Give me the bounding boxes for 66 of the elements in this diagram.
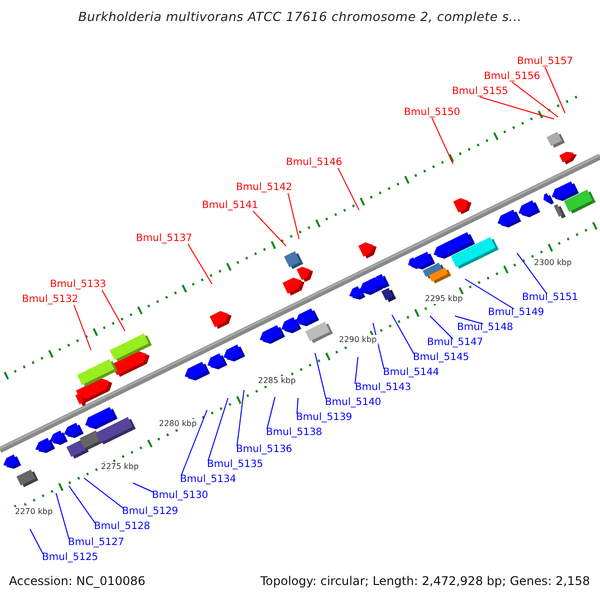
- position-label: 2290 kbp: [338, 335, 378, 345]
- gene-label: Bmul_5133: [50, 279, 106, 291]
- gene-label: Bmul_5142: [236, 182, 292, 194]
- position-label: 2270 kbp: [14, 507, 54, 517]
- leader-line: [266, 396, 276, 430]
- leader-line: [102, 290, 126, 332]
- leader-line: [480, 96, 554, 120]
- gene-label: Bmul_5149: [488, 307, 544, 319]
- leader-line: [188, 244, 212, 284]
- leader-line: [236, 390, 244, 446]
- gene-label: Bmul_5136: [236, 444, 292, 456]
- gene-label: Bmul_5132: [22, 294, 78, 306]
- leader-line: [512, 82, 558, 118]
- leader-line: [252, 210, 286, 246]
- gene-label: Bmul_5134: [180, 474, 236, 486]
- leader-line: [208, 398, 228, 462]
- leader-line: [288, 192, 300, 240]
- leader-line: [132, 482, 154, 492]
- gene-label: Bmul_5129: [122, 506, 178, 518]
- position-label: 2285 kbp: [257, 376, 297, 386]
- leader-line: [430, 316, 454, 340]
- leader-line: [296, 398, 298, 414]
- leader-line: [372, 322, 384, 370]
- accession-text: Accession: NC_010086: [9, 574, 146, 588]
- leader-line: [464, 278, 514, 310]
- leader-line: [30, 528, 44, 554]
- gene-label: Bmul_5135: [207, 459, 264, 471]
- leader-line: [56, 492, 70, 540]
- position-label: 2295 kbp: [424, 294, 464, 304]
- leader-line: [544, 66, 566, 114]
- genome-summary-text: Topology: circular; Length: 2,472,928 bp; Genes: 2,158: [260, 574, 590, 588]
- leader-line: [392, 314, 414, 354]
- position-label: 2300 kbp: [533, 258, 573, 268]
- title: Burkholderia multivorans ATCC 17616 chromosome 2, complete s...: [77, 9, 523, 24]
- gene-label: Bmul_5125: [42, 552, 98, 564]
- gene-label: Bmul_5137: [136, 233, 192, 245]
- leader-line: [338, 168, 360, 210]
- gene-label: Bmul_5130: [152, 490, 208, 502]
- leader-line: [84, 478, 124, 508]
- position-label: 2280 kbp: [158, 419, 198, 429]
- leader-line: [454, 316, 484, 324]
- leader-line: [314, 352, 326, 400]
- gene-label: Bmul_5146: [286, 157, 342, 169]
- leader-line: [354, 356, 358, 384]
- position-label: 2275 kbp: [100, 462, 140, 472]
- gene-label: Bmul_5156: [484, 71, 540, 83]
- leader-line: [68, 486, 96, 524]
- gene-label: Bmul_5148: [457, 322, 514, 334]
- gene-label: Bmul_5138: [266, 427, 322, 439]
- leader-line: [432, 118, 454, 164]
- gene-label: Bmul_5144: [383, 367, 440, 379]
- gene-label: Bmul_5143: [355, 382, 412, 394]
- gene-label: Bmul_5157: [517, 56, 574, 68]
- gene-label: Bmul_5140: [325, 397, 382, 409]
- gene-label: Bmul_5150: [404, 107, 460, 119]
- gene-label: Bmul_5141: [202, 200, 258, 212]
- gene-label: Bmul_5128: [94, 521, 150, 533]
- gene-label: Bmul_5145: [413, 352, 470, 364]
- gene-label: Bmul_5151: [522, 292, 578, 304]
- gene-label: Bmul_5127: [68, 537, 124, 549]
- leader-line: [180, 410, 208, 476]
- gene-label: Bmul_5147: [427, 337, 484, 349]
- leader-line: [516, 252, 548, 294]
- gene-label: Bmul_5155: [452, 86, 508, 98]
- leader-line: [74, 304, 92, 350]
- gene-label: Bmul_5139: [296, 412, 352, 424]
